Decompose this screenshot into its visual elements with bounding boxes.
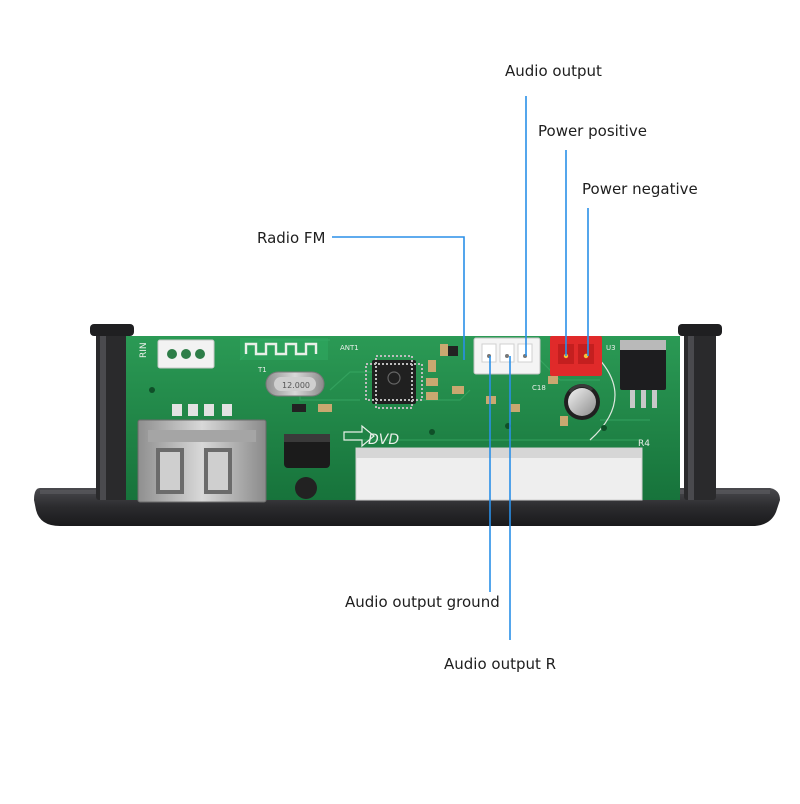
- ir-receiver: [284, 434, 330, 499]
- label-audio-output: Audio output: [505, 62, 602, 80]
- crystal-label: 12.000: [282, 381, 310, 390]
- t1-label: T1: [257, 366, 267, 374]
- right-mounting-post: [678, 324, 722, 500]
- label-radio-fm: Radio FM: [257, 229, 326, 247]
- u3-label: U3: [606, 344, 616, 352]
- c18-label: C18: [532, 384, 546, 392]
- usb-port: [137, 419, 267, 503]
- electrolytic-capacitor: [564, 384, 600, 420]
- ant1-label: ANT1: [340, 344, 359, 352]
- dvd-label: DVD: [368, 432, 399, 448]
- rin-label: RIN: [139, 342, 149, 358]
- leader-radio-fm: [332, 236, 465, 360]
- crystal-oscillator: 12.000 T1: [257, 366, 325, 397]
- antenna-trace: ANT1: [240, 338, 359, 360]
- main-chip: [365, 355, 423, 409]
- silkscreen-marks: DVD: [343, 424, 399, 448]
- left-mounting-post: [90, 324, 134, 500]
- leader-lines: [332, 96, 589, 640]
- power-connector: U3: [550, 336, 616, 376]
- display-window: [355, 447, 643, 501]
- smd-components: C18: [172, 344, 568, 426]
- r4-label: R4: [638, 439, 650, 449]
- label-power-positive: Power positive: [538, 122, 647, 140]
- label-audio-output-ground: Audio output ground: [345, 593, 500, 611]
- label-power-negative: Power negative: [582, 180, 698, 198]
- audio-connector: [473, 337, 541, 375]
- rin-terminal: RIN: [139, 339, 215, 369]
- voltage-regulator: R4: [620, 340, 666, 449]
- label-audio-output-r: Audio output R: [444, 655, 557, 673]
